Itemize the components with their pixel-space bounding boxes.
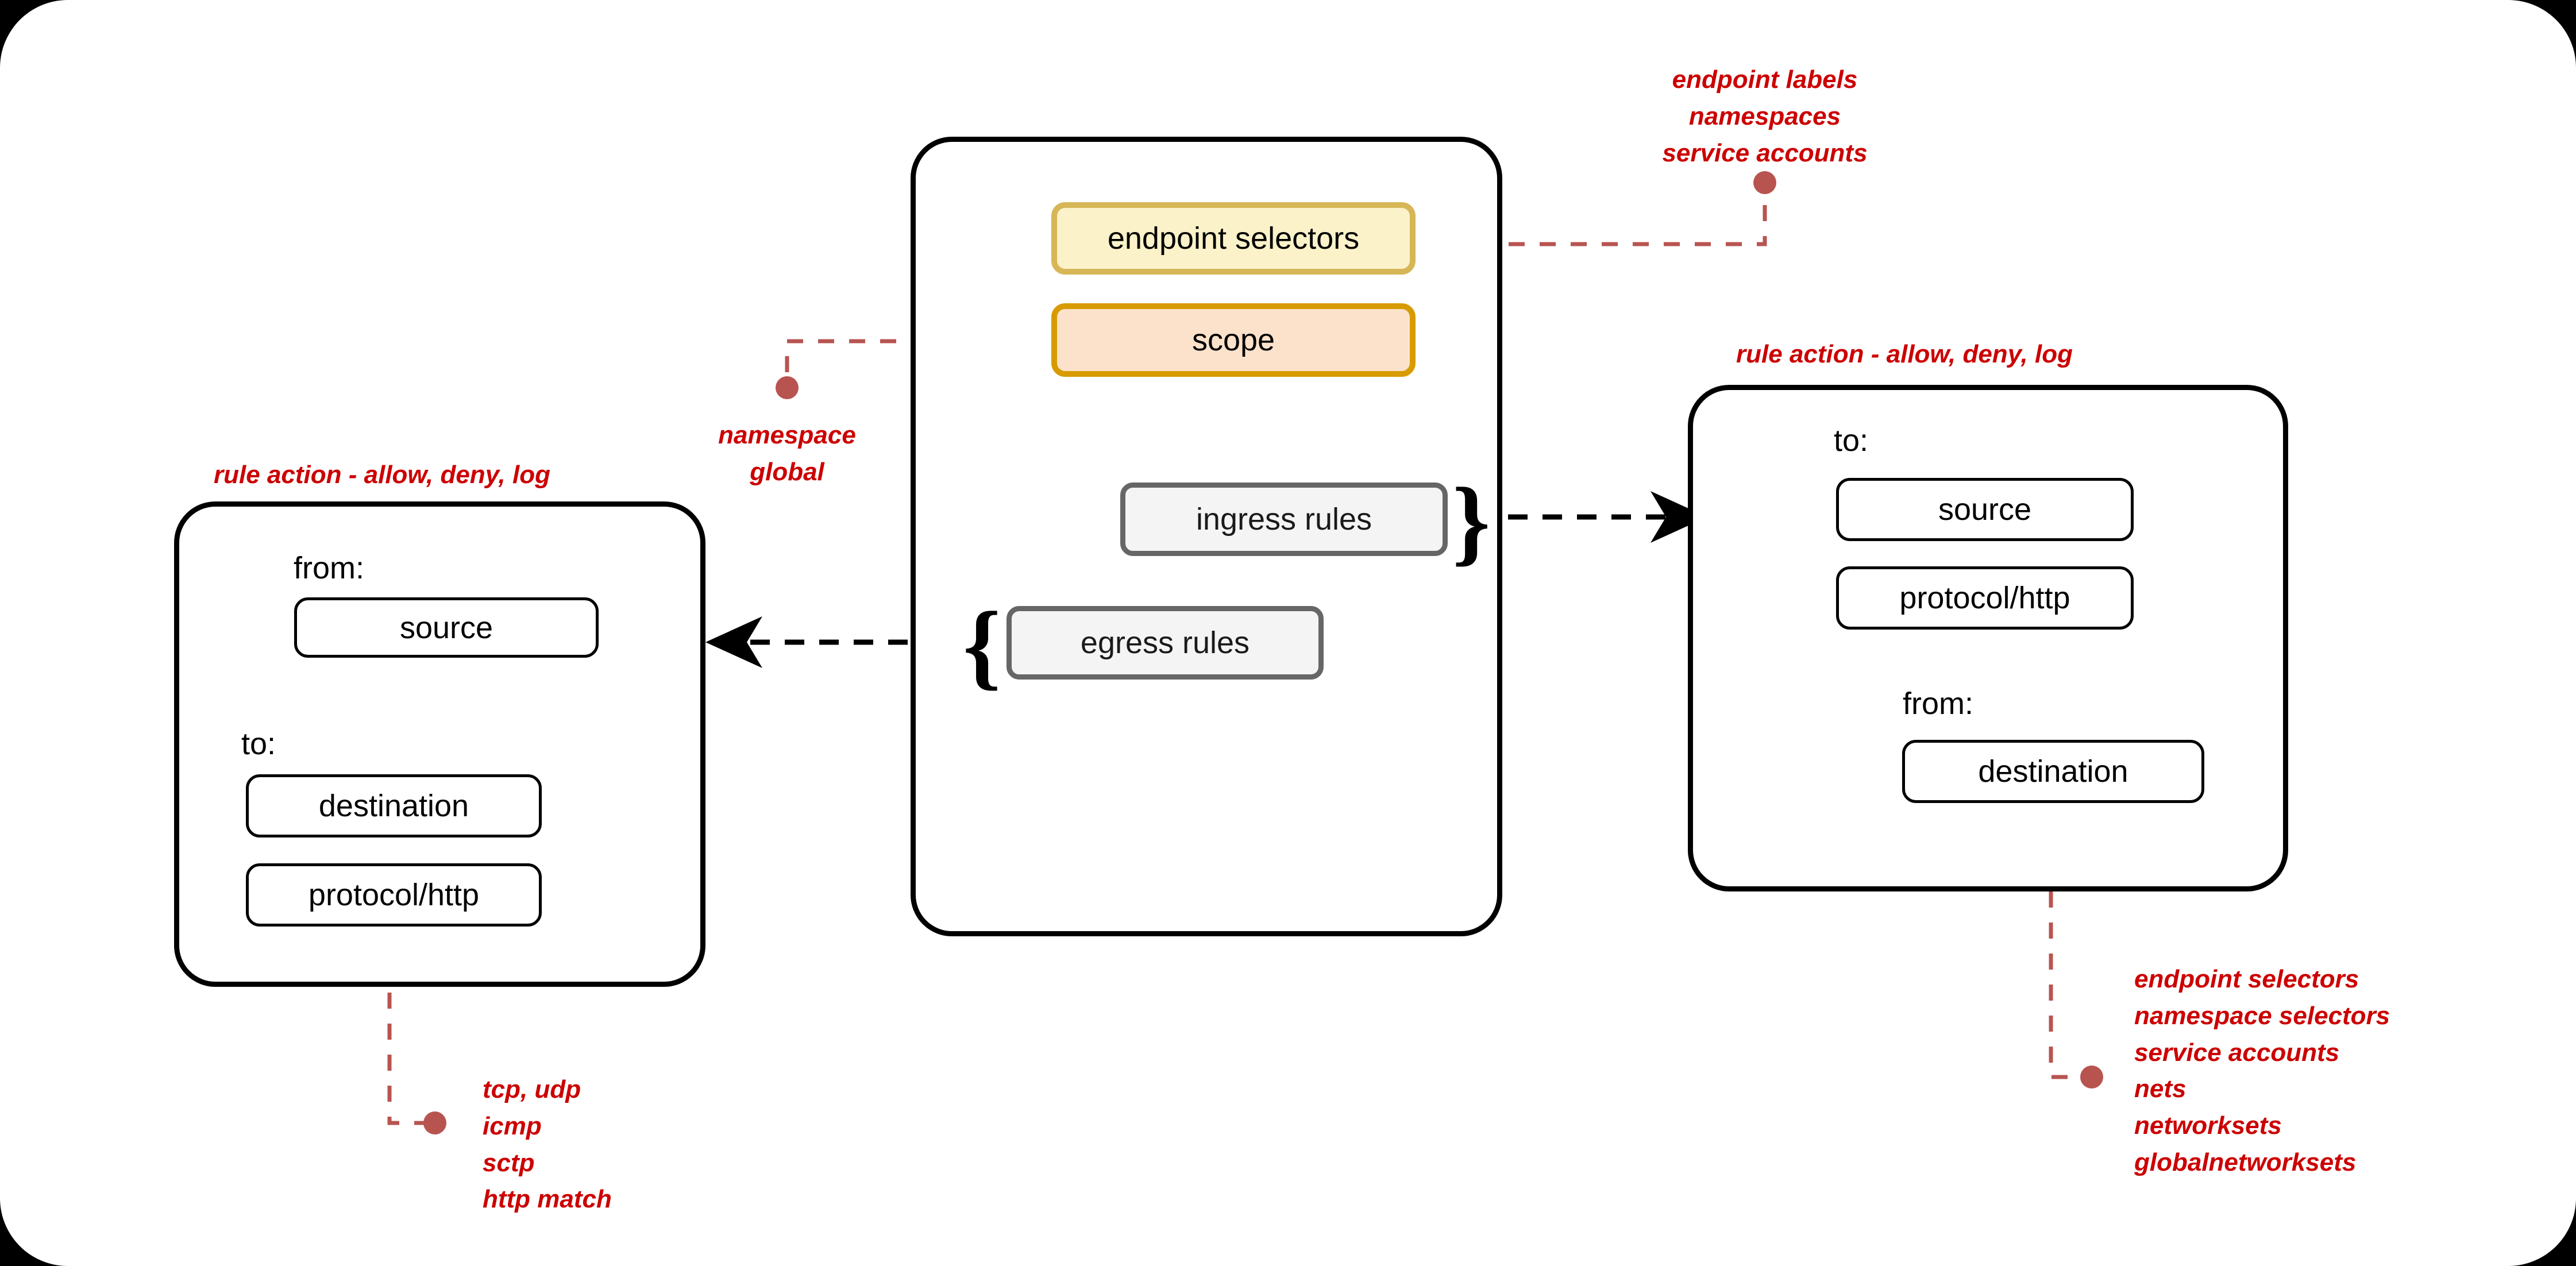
annotation-line: networksets — [2134, 1111, 2282, 1140]
ingress-rule-panel — [1688, 385, 2288, 891]
left-panel-rule-action-annotation: rule action - allow, deny, log — [214, 461, 550, 489]
left-panel-source-box[interactable]: source — [294, 597, 599, 658]
annotation-line: service accounts — [1662, 138, 1868, 167]
endpoint-selectors-annotation: endpoint labels namespaces service accou… — [1621, 61, 1908, 171]
ingress-rules-box[interactable]: ingress rules — [1120, 483, 1448, 556]
left-panel-destination-box[interactable]: destination — [246, 774, 542, 837]
right-panel-rule-action-annotation: rule action - allow, deny, log — [1736, 340, 2073, 368]
right-panel-from-label: from: — [1903, 686, 1974, 721]
right-panel-protocol-http-box[interactable]: protocol/http — [1836, 566, 2134, 630]
annotation-line: namespaces — [1688, 102, 1841, 130]
right-panel-to-label: to: — [1834, 423, 1869, 458]
annotation-line: nets — [2134, 1075, 2186, 1103]
left-panel-from-label: from: — [294, 551, 365, 585]
annotation-line: sctp — [483, 1148, 535, 1177]
right-panel-source-box[interactable]: source — [1836, 478, 2134, 541]
destination-annotation: endpoint selectors namespace selectors s… — [2134, 961, 2559, 1181]
egress-brace-icon: { — [963, 592, 1001, 699]
annotation-line: global — [750, 457, 824, 486]
right-panel-destination-box[interactable]: destination — [1902, 740, 2204, 803]
annotation-line: icmp — [483, 1111, 542, 1140]
scope-annotation: namespace global — [672, 417, 902, 491]
left-panel-protocol-http-box[interactable]: protocol/http — [246, 863, 542, 927]
annotation-line: tcp, udp — [483, 1075, 581, 1103]
annotation-line: endpoint labels — [1672, 65, 1858, 94]
endpoint-selectors-box[interactable]: endpoint selectors — [1051, 202, 1416, 275]
scope-box[interactable]: scope — [1051, 303, 1416, 377]
egress-rules-box[interactable]: egress rules — [1007, 606, 1324, 680]
left-panel-to-label: to: — [241, 727, 276, 761]
annotation-line: namespace — [718, 421, 856, 449]
annotation-line: globalnetworksets — [2134, 1148, 2357, 1176]
annotation-line: endpoint selectors — [2134, 965, 2359, 993]
annotation-line: namespace selectors — [2134, 1001, 2390, 1030]
annotation-line: http match — [483, 1185, 612, 1214]
ingress-brace-icon: } — [1452, 468, 1491, 575]
annotation-line: service accounts — [2134, 1038, 2340, 1067]
protocol-http-annotation: tcp, udp icmp sctp http match — [483, 1071, 804, 1218]
